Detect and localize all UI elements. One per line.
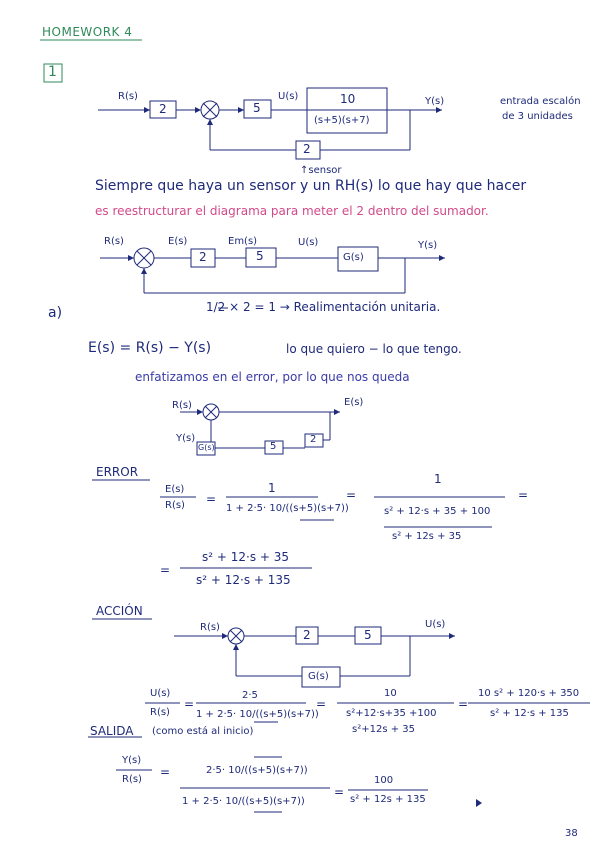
- action-lhs-den: R(s): [150, 707, 170, 718]
- d2-output-label: Y(s): [418, 240, 438, 251]
- equals-sign: =: [334, 785, 345, 799]
- d1-plant-num: 10: [340, 92, 356, 106]
- action-f1-num: 2·5: [242, 690, 258, 701]
- action-f2-den-top: s²+12·s+35 +100: [346, 708, 437, 719]
- remark-line2: es reestructurar el diagrama para meter …: [95, 204, 489, 218]
- remark-line1: Siempre que haya un sensor y un RH(s) lo…: [95, 178, 527, 194]
- output-lhs-den: R(s): [122, 774, 142, 785]
- d1-gain-block: 2: [159, 102, 167, 116]
- equals-sign: =: [184, 697, 195, 711]
- homework-title: HOMEWORK 4: [42, 25, 133, 39]
- part-a-label: a): [48, 305, 63, 321]
- d1-note-line1: entrada escalón: [500, 96, 581, 107]
- error-meaning: lo que quiero − lo que tengo.: [286, 342, 462, 356]
- d3-output-label: E(s): [344, 397, 364, 408]
- error-f1-den: 1 + 2·5· 10/((s+5)(s+7)): [226, 503, 349, 514]
- page-number: 38: [565, 828, 578, 839]
- d2-error-label: E(s): [168, 236, 188, 247]
- output-lhs-num: Y(s): [122, 755, 142, 766]
- error-result-den: s² + 12·s + 135: [196, 573, 291, 587]
- d4-input-label: R(s): [200, 622, 220, 633]
- d1-u-label: U(s): [278, 91, 299, 102]
- error-result-num: s² + 12·s + 35: [202, 550, 290, 564]
- d1-note-line2: de 3 unidades: [502, 111, 573, 122]
- output-heading: SALIDA: [90, 724, 134, 738]
- d3-block-2: 2: [310, 434, 317, 445]
- output-result-den: s² + 12s + 135: [350, 794, 426, 805]
- error-lhs-den: R(s): [165, 500, 185, 511]
- d3-block-g: G(s): [198, 443, 215, 452]
- d2-input-label: R(s): [104, 236, 124, 247]
- error-f2-num: 1: [434, 472, 442, 486]
- equals-sign: =: [458, 697, 469, 711]
- action-result-num: 10 s² + 120·s + 350: [478, 688, 580, 699]
- d4-block1: 2: [303, 628, 311, 642]
- focus-note: enfatizamos en el error, por lo que nos …: [135, 370, 410, 384]
- d3-block-5: 5: [270, 441, 277, 452]
- equals-sign: =: [316, 697, 327, 711]
- d1-output-label: Y(s): [425, 96, 445, 107]
- d1-sensor-label: ↑sensor: [300, 165, 342, 176]
- error-lhs-num: E(s): [165, 484, 185, 495]
- equals-sign: =: [206, 492, 217, 506]
- d2-u-label: U(s): [298, 237, 319, 248]
- error-definition: E(s) = R(s) − Y(s): [88, 340, 212, 356]
- unit-feedback-note: 1/2 × 2 = 1 → Realimentación unitaria.: [206, 300, 441, 314]
- d4-block-g: G(s): [308, 671, 329, 682]
- error-heading: ERROR: [96, 465, 139, 479]
- d4-block2: 5: [364, 628, 372, 642]
- d3-feedback-label: Y(s): [176, 433, 196, 444]
- equals-sign: =: [160, 765, 171, 779]
- action-lhs-num: U(s): [150, 688, 171, 699]
- output-result-num: 100: [374, 775, 394, 786]
- equals-sign: =: [160, 563, 171, 577]
- error-f1-num: 1: [268, 481, 276, 495]
- d2-block2: 5: [256, 249, 264, 263]
- action-f2-den-bot: s²+12s + 35: [352, 724, 415, 735]
- equals-sign: =: [346, 488, 357, 502]
- action-heading: ACCIÓN: [96, 604, 143, 618]
- d1-control-block: 5: [253, 101, 261, 115]
- action-f2-num: 10: [384, 688, 397, 699]
- error-f2-den-top: s² + 12·s + 35 + 100: [384, 506, 491, 517]
- d1-feedback-block: 2: [303, 142, 311, 156]
- d1-input-label: R(s): [118, 91, 138, 102]
- problem-number: 1: [48, 64, 57, 80]
- d4-output-label: U(s): [425, 619, 446, 630]
- error-f2-den-bot: s² + 12s + 35: [392, 531, 462, 542]
- d2-block3: G(s): [343, 252, 364, 263]
- output-f1-den: 1 + 2·5· 10/((s+5)(s+7)): [182, 796, 305, 807]
- equals-sign: =: [518, 488, 529, 502]
- action-f1-den: 1 + 2·5· 10/((s+5)(s+7)): [196, 709, 319, 720]
- d1-plant-den: (s+5)(s+7): [314, 115, 370, 126]
- action-result-den: s² + 12·s + 135: [490, 708, 569, 719]
- output-note: (como está al inicio): [152, 726, 254, 737]
- output-f1-num: 2·5· 10/((s+5)(s+7)): [206, 765, 308, 776]
- d2-em-label: Em(s): [228, 236, 258, 247]
- d3-input-label: R(s): [172, 400, 192, 411]
- d2-block1: 2: [199, 250, 207, 264]
